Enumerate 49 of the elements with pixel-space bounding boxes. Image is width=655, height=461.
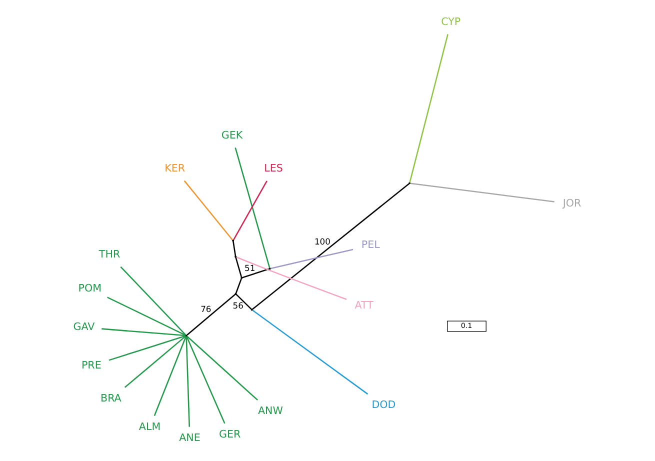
connector <box>410 182 554 202</box>
node-point <box>250 308 252 311</box>
node-point <box>408 182 410 184</box>
node-text: ATT <box>354 299 373 312</box>
node-text: JOR <box>562 197 581 210</box>
edge-label: 100 <box>314 236 330 246</box>
connector <box>252 310 368 395</box>
connector <box>186 336 225 424</box>
node-text: BRA <box>100 392 121 405</box>
node-text: ANE <box>178 432 200 444</box>
node-text: KER <box>164 162 185 175</box>
connector <box>101 328 185 336</box>
connector <box>408 34 448 183</box>
connector <box>252 183 409 310</box>
edge-label: 56 <box>232 300 243 310</box>
node-text: CYP <box>440 16 460 28</box>
connector <box>235 294 252 310</box>
node-point <box>268 268 270 270</box>
connector <box>185 336 190 427</box>
node-text: PEL <box>360 238 380 251</box>
connector <box>106 296 186 336</box>
connector <box>234 147 270 268</box>
node-text: PRE <box>80 359 101 372</box>
node-text: DOD <box>371 399 396 412</box>
node-text: GER <box>218 428 240 441</box>
connector <box>234 257 242 278</box>
node-text: POM <box>78 282 101 294</box>
connector <box>236 256 346 300</box>
connector <box>232 180 267 240</box>
node-text: ALM <box>138 420 160 433</box>
connector <box>242 268 269 278</box>
node-text: LES <box>264 162 282 175</box>
node-text: GEK <box>220 129 242 142</box>
node-point <box>232 240 234 242</box>
node-point <box>234 256 236 258</box>
node-point <box>240 276 242 279</box>
node-text: ANW <box>258 405 282 418</box>
node-text: THR <box>98 248 120 261</box>
node-text: GAV <box>72 320 94 333</box>
connector <box>183 180 232 240</box>
connector <box>124 336 186 388</box>
connector <box>108 335 186 361</box>
connector <box>270 248 353 270</box>
edge-label: 51 <box>244 263 255 274</box>
edge-label: 76 <box>200 304 211 314</box>
connector <box>153 336 186 416</box>
connector <box>232 241 236 256</box>
connector <box>234 278 242 294</box>
node-point <box>234 292 236 295</box>
